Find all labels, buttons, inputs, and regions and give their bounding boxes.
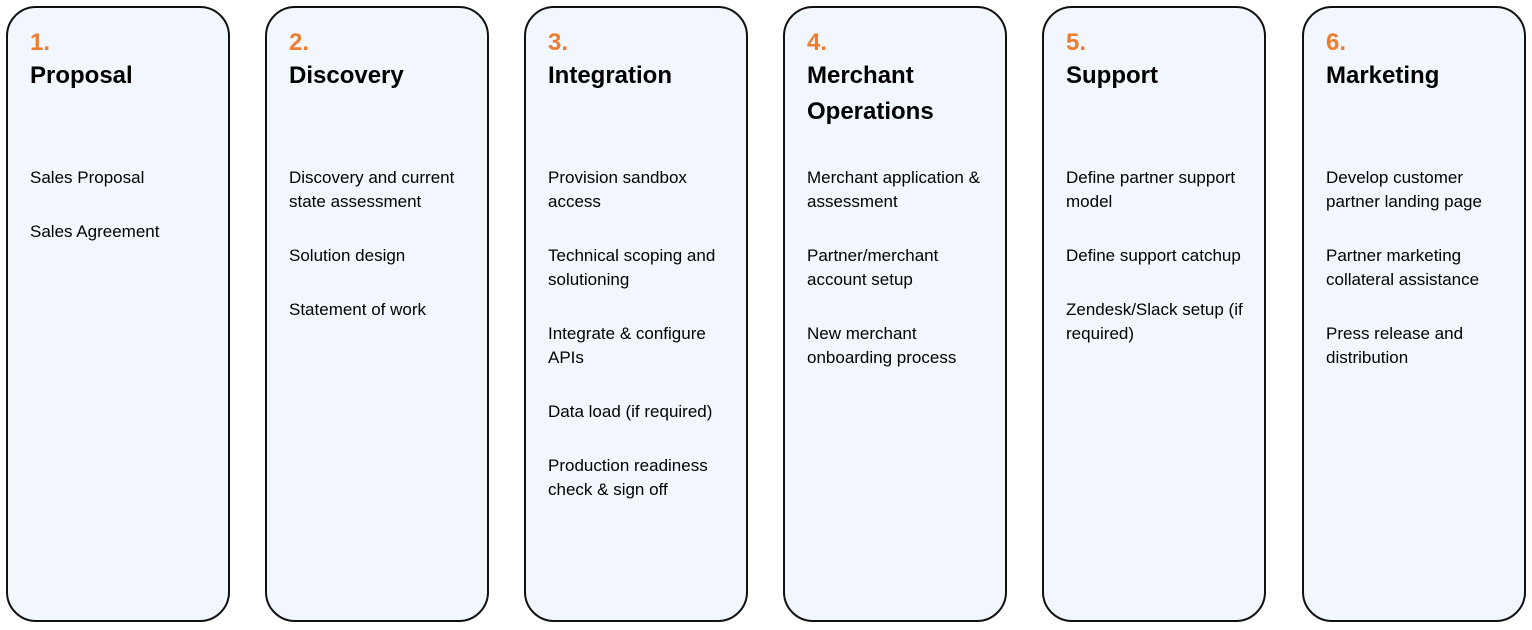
stage-title: Support: [1066, 62, 1158, 89]
stage-number: 1.: [30, 29, 51, 56]
stage-item-list: Sales Proposal Sales Agreement: [30, 166, 214, 244]
stage-title: Marketing: [1326, 62, 1440, 89]
stage-card-proposal: 1. Proposal Sales Proposal Sales Agreeme…: [6, 6, 230, 622]
stage-item: Sales Proposal: [30, 168, 145, 187]
stage-number: 5.: [1066, 29, 1087, 56]
stage-item: Define support catchup: [1066, 246, 1241, 265]
stage-title: Merchant Operations: [807, 62, 934, 125]
stage-card-merchant-operations: 4. Merchant Operations Merchant applicat…: [783, 6, 1007, 622]
stage-item: Data load (if required): [548, 402, 713, 421]
stage-card-discovery: 2. Discovery Discovery and current state…: [265, 6, 489, 622]
stage-item-list: Discovery and current state assessment S…: [289, 166, 473, 322]
stage-item: Discovery and current state assessment: [289, 168, 455, 211]
stage-item: Technical scoping and solutioning: [548, 246, 716, 289]
stage-item: Zendesk/Slack setup (if required): [1066, 300, 1243, 343]
stage-card-support: 5. Support Define partner support model …: [1042, 6, 1266, 622]
stage-item: Define partner support model: [1066, 168, 1236, 211]
stage-card-marketing: 6. Marketing Develop customer partner la…: [1302, 6, 1526, 622]
stage-item: Provision sandbox access: [548, 168, 687, 211]
stage-item-list: Provision sandbox access Technical scopi…: [548, 166, 732, 502]
stage-item: New merchant onboarding process: [807, 324, 957, 367]
stage-number: 2.: [289, 29, 310, 56]
stage-item: Press release and distribution: [1326, 324, 1464, 367]
stage-number: 4.: [807, 29, 828, 56]
stage-item-list: Develop customer partner landing page Pa…: [1326, 166, 1510, 370]
stage-title: Proposal: [30, 62, 133, 89]
stage-item: Partner marketing collateral assistance: [1326, 246, 1480, 289]
stage-item: Develop customer partner landing page: [1326, 168, 1482, 211]
stage-item: Integrate & configure APIs: [548, 324, 706, 367]
stage-item: Solution design: [289, 246, 406, 265]
stage-item: Statement of work: [289, 300, 427, 319]
stage-item: Production readiness check & sign off: [548, 456, 708, 499]
stage-number: 6.: [1326, 29, 1347, 56]
stage-card-integration: 3. Integration Provision sandbox access …: [524, 6, 748, 622]
stage-item: Merchant application & assessment: [807, 168, 980, 211]
stage-item: Partner/merchant account setup: [807, 246, 939, 289]
stage-item-list: Merchant application & assessment Partne…: [807, 166, 991, 370]
stage-title: Discovery: [289, 62, 404, 89]
stage-item: Sales Agreement: [30, 222, 160, 241]
stage-title: Integration: [548, 62, 672, 89]
stage-item-list: Define partner support model Define supp…: [1066, 166, 1250, 346]
stage-number: 3.: [548, 29, 569, 56]
